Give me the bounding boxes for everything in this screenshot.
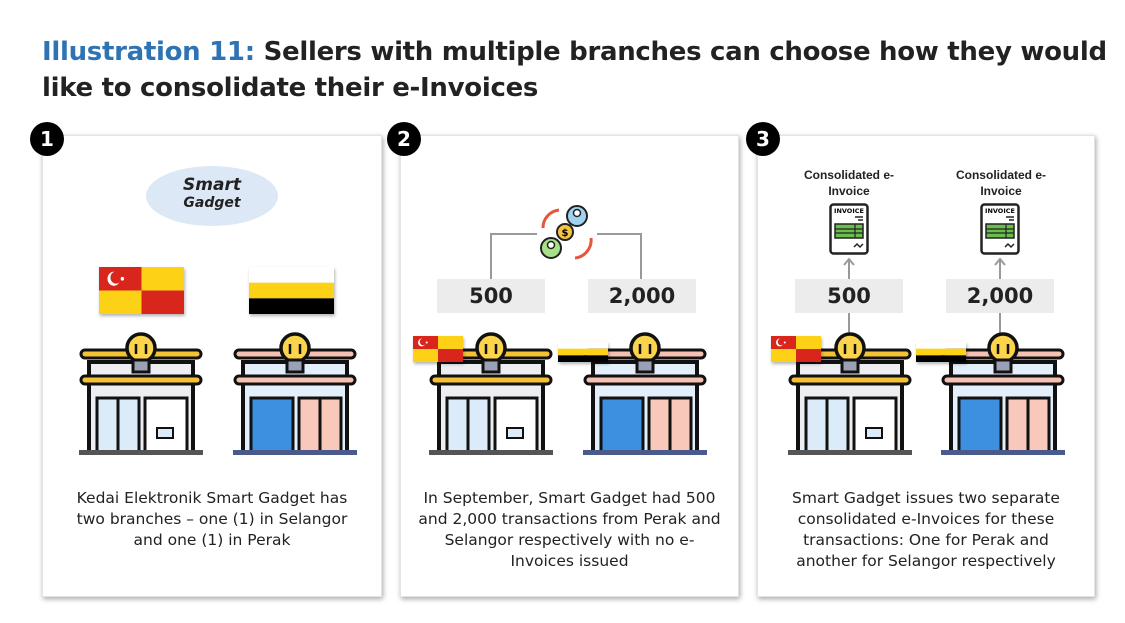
svg-text:INVOICE: INVOICE <box>834 207 864 215</box>
perak-flag-icon <box>558 342 608 362</box>
selangor-shop-icon <box>941 332 1065 460</box>
step-number-2: 2 <box>387 122 421 156</box>
connector-lines <box>848 313 1001 335</box>
consolidated-invoice-label: Consolidated e-Invoice <box>955 168 1046 198</box>
step-number-1: 1 <box>30 122 64 156</box>
caption-3: Smart Gadget issues two separate consoli… <box>792 489 1060 570</box>
selangor-shop-icon <box>79 332 203 460</box>
caption-1: Kedai Elektronik Smart Gadget has two br… <box>76 489 348 549</box>
upward-arrows <box>843 257 1006 279</box>
page-title: Illustration 11: Sellers with multiple b… <box>42 37 1107 103</box>
panel-3: Consolidated e-Invoice Consolidated e-In… <box>757 135 1095 597</box>
caption-2: In September, Smart Gadget had 500 and 2… <box>418 489 721 570</box>
perak-flag-icon <box>916 342 966 362</box>
selangor-flag-icon <box>413 336 463 362</box>
perak-flag-icon <box>249 267 334 314</box>
step-number-3: 3 <box>746 122 780 156</box>
perak-shop-icon <box>233 332 357 460</box>
selangor-transaction-count: 2,000 <box>588 279 696 313</box>
invoice-icon: INVOICE <box>829 203 869 259</box>
perak-shop-icon <box>788 332 912 460</box>
selangor-shop-icon <box>583 332 707 460</box>
selangor-transaction-count: 2,000 <box>946 279 1054 313</box>
perak-shop-icon <box>429 332 553 460</box>
selangor-flag-icon <box>771 336 821 362</box>
invoice-icon: INVOICE <box>980 203 1020 259</box>
consolidated-invoice-label: Consolidated e-Invoice <box>803 168 894 198</box>
panel-2: $ 500 2,000 In September, Smart Gadget h… <box>400 135 739 597</box>
transaction-exchange-icon: $ <box>537 204 597 264</box>
perak-transaction-count: 500 <box>795 279 903 313</box>
svg-text:$: $ <box>562 228 569 239</box>
perak-transaction-count: 500 <box>437 279 545 313</box>
selangor-flag-icon <box>99 267 184 314</box>
svg-text:INVOICE: INVOICE <box>985 207 1015 215</box>
